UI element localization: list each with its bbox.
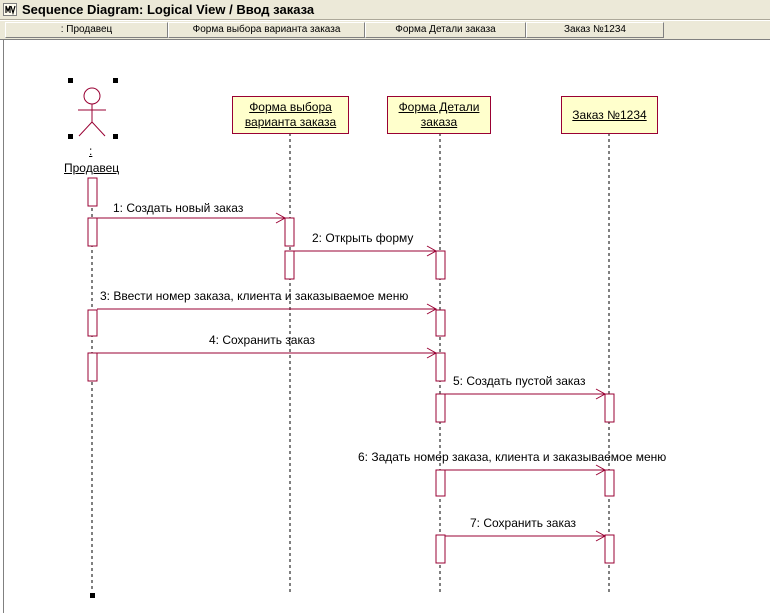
activation-order-5 <box>604 393 615 423</box>
column-header-variant-form[interactable]: Форма выбора варианта заказа <box>168 22 365 38</box>
activation-variant-2 <box>284 250 295 280</box>
message-label-4[interactable]: 4: Сохранить заказ <box>209 333 316 347</box>
selection-handles <box>68 78 118 139</box>
activation-order-7 <box>604 534 615 564</box>
activation-details-3 <box>435 309 446 337</box>
actor-figure <box>78 87 106 137</box>
activation-details-4 <box>435 352 446 382</box>
object-order-line1: Заказ №1234 <box>572 107 647 122</box>
activation-seller-1 <box>87 217 98 247</box>
actor-prefix: : <box>89 144 93 158</box>
object-order[interactable]: Заказ №1234 <box>561 96 658 134</box>
activation-seller-0 <box>87 177 98 207</box>
message-label-6[interactable]: 6: Задать номер заказа, клиента и заказы… <box>358 450 667 464</box>
message-arrow-5 <box>445 388 607 400</box>
activation-variant-1 <box>284 217 295 247</box>
activation-details-5 <box>435 393 446 423</box>
activation-details-7 <box>435 534 446 564</box>
activations <box>87 177 615 564</box>
object-details-form-line1: Форма Детали <box>398 100 480 114</box>
activation-details-2 <box>435 250 446 280</box>
message-label-3[interactable]: 3: Ввести номер заказа, клиента и заказы… <box>100 289 409 303</box>
message-label-7[interactable]: 7: Сохранить заказ <box>470 516 577 530</box>
message-arrow-7 <box>445 530 607 542</box>
sequence-diagram <box>68 78 615 598</box>
window-title: Sequence Diagram: Logical View / Ввод за… <box>22 2 315 17</box>
object-variant-form-line1: Форма выбора <box>249 100 332 114</box>
object-variant-form-line2: варианта заказа <box>244 115 337 129</box>
rose-app-icon[interactable] <box>3 3 17 16</box>
activation-details-6 <box>435 469 446 497</box>
message-arrow-6 <box>445 464 607 476</box>
activation-order-6 <box>604 469 615 497</box>
message-arrow-3 <box>97 303 438 315</box>
object-details-form-line2: заказа <box>420 115 458 129</box>
message-arrow-4 <box>97 347 438 359</box>
message-label-1[interactable]: 1: Создать новый заказ <box>113 201 244 215</box>
activation-seller-3 <box>87 309 98 337</box>
message-label-5[interactable]: 5: Создать пустой заказ <box>453 374 586 388</box>
lifeline-end-marker <box>90 593 95 598</box>
title-bar[interactable]: Sequence Diagram: Logical View / Ввод за… <box>0 0 770 20</box>
message-label-2[interactable]: 2: Открыть форму <box>312 231 414 245</box>
column-header-details-form[interactable]: Форма Детали заказа <box>365 22 526 38</box>
message-arrow-2 <box>294 245 438 257</box>
column-header-order[interactable]: Заказ №1234 <box>526 22 664 38</box>
message-arrow-1 <box>97 212 287 224</box>
lifeline-headers: : Продавец Форма выбора варианта заказа … <box>0 21 770 40</box>
column-header-seller[interactable]: : Продавец <box>5 22 168 38</box>
actor-name[interactable]: Продавец <box>64 161 120 175</box>
activation-seller-4 <box>87 352 98 382</box>
